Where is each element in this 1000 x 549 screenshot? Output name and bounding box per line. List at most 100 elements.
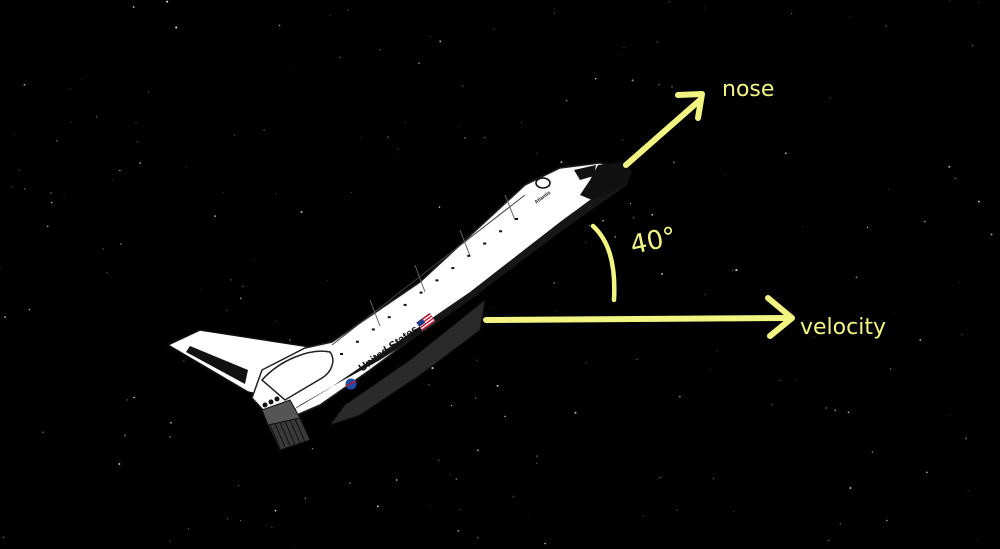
star <box>450 405 452 407</box>
star <box>967 490 969 491</box>
star <box>990 233 993 236</box>
star <box>304 497 307 500</box>
nozzle-rib <box>279 422 291 446</box>
star <box>476 536 479 539</box>
star <box>0 266 1 269</box>
star <box>861 312 863 314</box>
star <box>978 200 980 203</box>
star <box>458 125 460 127</box>
star <box>619 54 620 55</box>
star <box>438 206 441 208</box>
nose-arrow-shaft <box>623 97 703 168</box>
star <box>240 520 241 522</box>
payload-bay-seam-2 <box>459 229 471 257</box>
velocity-arrow-shaft <box>483 315 793 323</box>
star <box>225 309 228 312</box>
cockpit-hatch <box>535 177 551 189</box>
star <box>733 511 735 512</box>
star <box>51 201 53 204</box>
fuselage-markings <box>340 218 518 355</box>
star <box>504 415 506 418</box>
star <box>948 165 951 168</box>
star <box>339 56 341 59</box>
star <box>521 122 522 124</box>
star <box>427 383 430 386</box>
star <box>475 359 478 361</box>
nose-label: nose <box>722 77 774 102</box>
space-shuttle: United States Atlantis <box>166 162 632 451</box>
nose-tip <box>580 162 632 200</box>
wing-lower <box>328 298 486 426</box>
payload-bay-seam-4 <box>369 299 381 327</box>
star <box>536 152 538 154</box>
nozzle-rib <box>284 421 296 445</box>
star <box>175 26 178 29</box>
star <box>839 523 841 525</box>
star <box>42 431 45 434</box>
star <box>619 77 620 79</box>
star <box>119 169 121 172</box>
star <box>834 409 837 412</box>
star <box>462 85 464 87</box>
star <box>418 62 420 64</box>
fuselage-dot <box>340 353 343 355</box>
star <box>112 179 114 181</box>
star <box>168 20 170 21</box>
star <box>376 505 379 508</box>
payload-bay-line <box>331 194 526 346</box>
star <box>166 0 169 3</box>
star <box>813 336 816 338</box>
star <box>629 202 632 205</box>
engine-nozzle-2 <box>261 399 301 426</box>
nozzle-rib <box>274 423 286 447</box>
star <box>327 279 329 281</box>
fuselage-dot <box>403 303 407 306</box>
star <box>187 528 189 530</box>
star <box>118 463 121 465</box>
star <box>136 140 139 143</box>
star <box>536 462 538 464</box>
star <box>50 192 52 194</box>
star <box>731 269 733 271</box>
star <box>246 413 248 415</box>
star <box>871 451 874 453</box>
nasa-logo-icon <box>345 378 357 390</box>
star <box>351 191 353 193</box>
star <box>185 166 187 168</box>
star <box>964 437 968 440</box>
star <box>253 259 254 261</box>
star <box>704 294 705 295</box>
fuselage-dot <box>451 267 455 270</box>
star <box>63 194 65 196</box>
star <box>978 2 980 4</box>
star <box>574 411 577 414</box>
us-flag-icon <box>416 312 436 332</box>
star <box>544 542 546 545</box>
star <box>132 6 135 8</box>
star <box>866 226 869 229</box>
star <box>2 536 5 538</box>
velocity-label: velocity <box>800 315 886 340</box>
payload-bay-seam-3 <box>414 264 426 293</box>
star <box>829 97 831 99</box>
star <box>553 12 556 14</box>
fuselage-dot <box>371 328 375 331</box>
nose-vector <box>623 91 705 168</box>
star <box>4 316 7 319</box>
star <box>292 67 294 69</box>
star <box>477 449 479 451</box>
star <box>395 479 398 481</box>
star <box>536 455 539 458</box>
star <box>330 14 331 16</box>
star <box>971 44 974 47</box>
nozzle-rib <box>289 420 301 444</box>
star <box>349 482 351 485</box>
star <box>890 368 892 370</box>
star <box>431 367 434 370</box>
star <box>404 121 406 124</box>
star <box>81 78 83 80</box>
nozzle-rib <box>294 418 306 443</box>
star <box>771 403 773 406</box>
star <box>457 529 460 532</box>
